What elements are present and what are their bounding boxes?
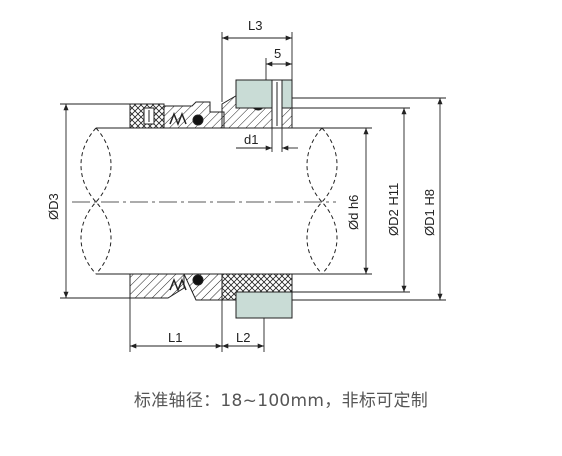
upper-spring-icon	[169, 111, 187, 127]
label-L2: L2	[236, 330, 250, 345]
lower-seal-section	[129, 273, 293, 319]
lower-stationary-seat	[235, 291, 293, 319]
upper-o-ring-icon	[192, 114, 204, 126]
lower-drive-collar	[129, 273, 185, 299]
lower-o-ring-icon	[192, 274, 204, 286]
label-L1: L1	[168, 330, 182, 345]
label-D1-H8: ØD1 H8	[422, 189, 437, 236]
label-D2-H11: ØD2 H11	[386, 183, 401, 236]
dimension-lines	[60, 32, 446, 352]
upper-seal-section	[129, 79, 293, 129]
lower-spring-icon	[169, 277, 187, 293]
label-L3: L3	[248, 18, 262, 33]
label-d-h6: Ød h6	[346, 195, 361, 230]
label-d1: d1	[244, 132, 258, 147]
upper-stationary-seat	[235, 79, 293, 109]
label-5: 5	[274, 46, 281, 61]
label-D3: ØD3	[46, 193, 61, 220]
shaft-outline	[80, 127, 338, 275]
shaft-size-caption: 标准轴径：18~100mm，非标可定制	[133, 391, 429, 411]
